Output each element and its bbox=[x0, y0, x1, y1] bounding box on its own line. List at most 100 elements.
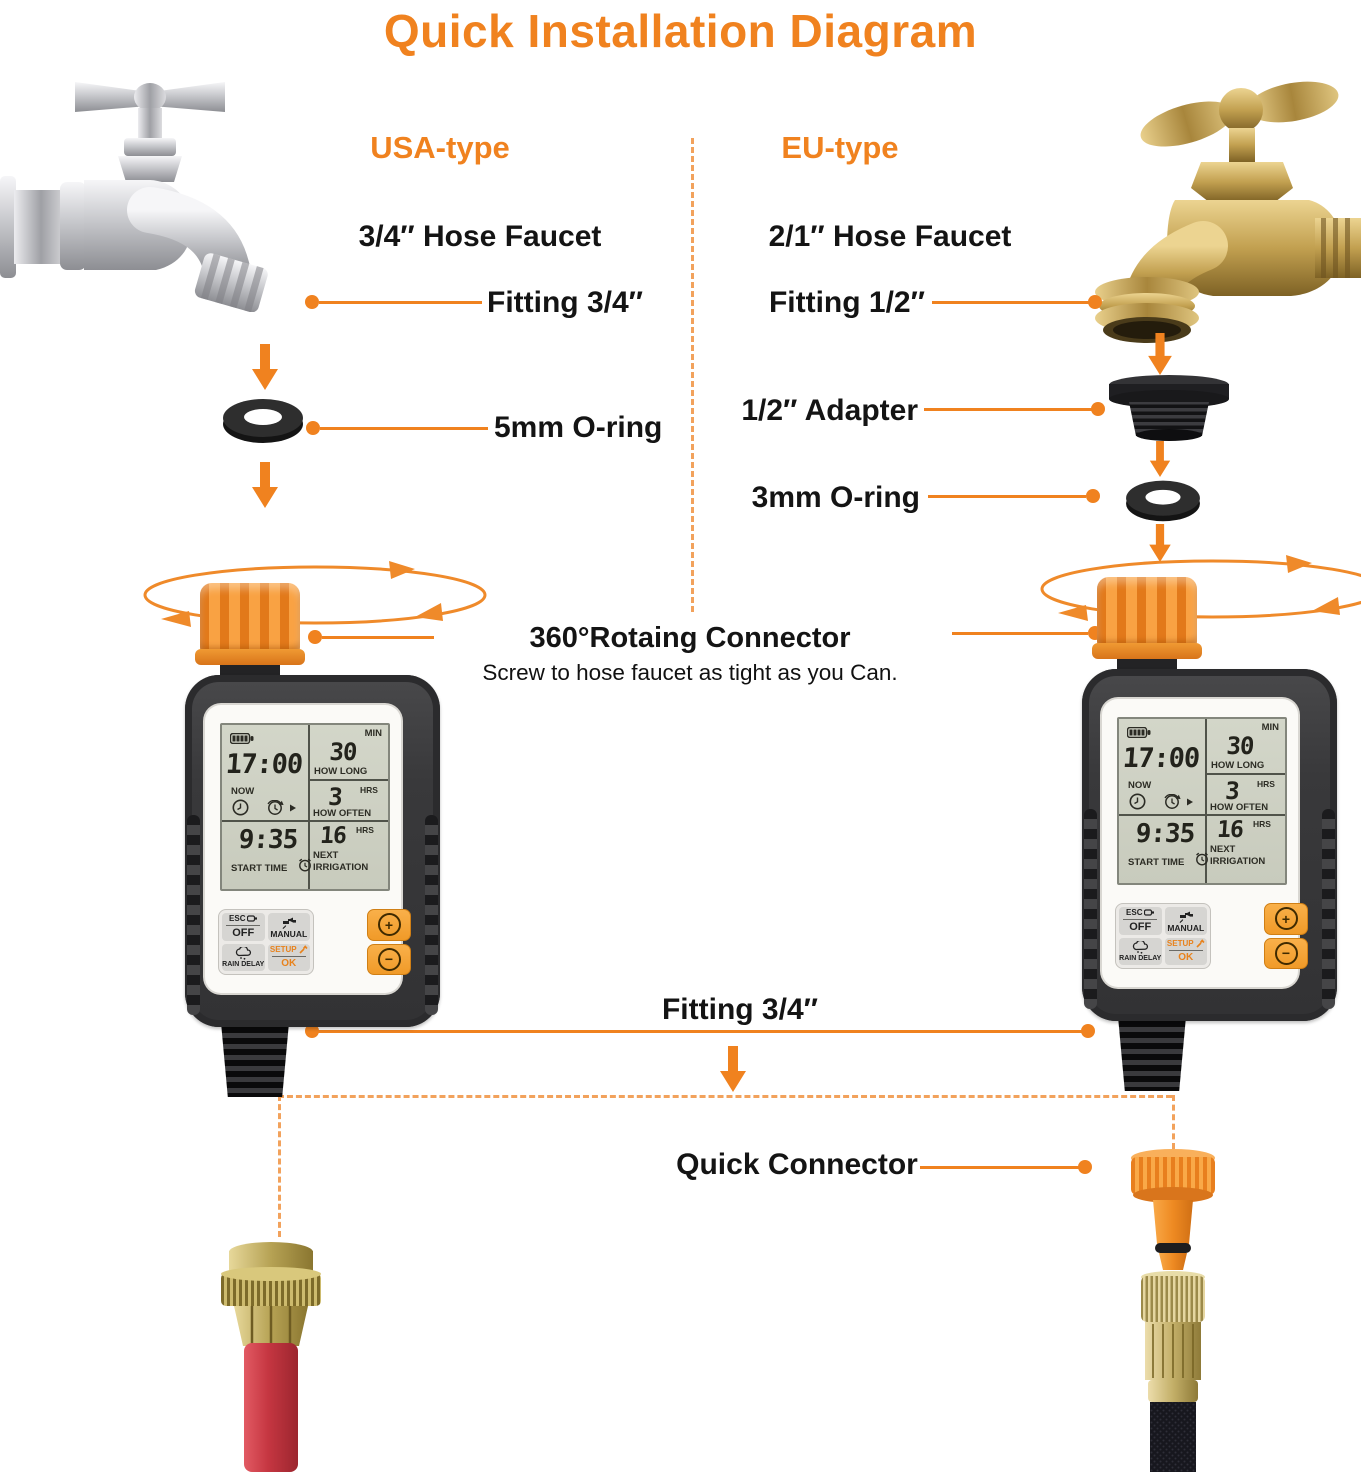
plus-glyph: + bbox=[377, 913, 401, 937]
rotation-360-arrow-icon bbox=[1034, 551, 1361, 627]
lcd-how-long-unit: MIN bbox=[364, 728, 382, 739]
rain-cloud-icon bbox=[1132, 940, 1148, 954]
callout-line bbox=[920, 1166, 1080, 1169]
eu-fitting-label: Fitting 1/2″ bbox=[768, 286, 925, 319]
minus-glyph: − bbox=[377, 947, 401, 971]
lcd-next-label: NEXT bbox=[313, 850, 339, 861]
quick-connector-image bbox=[1131, 1149, 1215, 1472]
alarm-clock-icon bbox=[1196, 852, 1208, 866]
button-divider bbox=[1168, 950, 1203, 952]
body-rib-left bbox=[187, 815, 200, 1015]
timer-outlet-fitting bbox=[221, 1027, 289, 1097]
faucet-icon bbox=[1179, 911, 1193, 923]
usa-oring-label: 5mm O-ring bbox=[494, 411, 663, 444]
clock-icon bbox=[1129, 793, 1146, 810]
cycle-clock-icon bbox=[267, 800, 296, 815]
power-key-icon bbox=[247, 915, 258, 922]
setup-ok-button: SETUP OK bbox=[267, 943, 310, 971]
lcd-how-often-label: HOW OFTEN bbox=[313, 808, 372, 819]
bottom-fitting-label: Fitting 3/4″ bbox=[661, 993, 819, 1026]
timer-button-pad: ESC OFF MANUAL bbox=[1115, 903, 1211, 969]
lcd-how-often-value: 3 bbox=[1224, 777, 1240, 805]
cycle-clock-icon bbox=[1164, 794, 1193, 809]
setup-ok-button: SETUP OK bbox=[1164, 937, 1207, 965]
callout-dot bbox=[1078, 1160, 1092, 1174]
callout-dot bbox=[308, 630, 322, 644]
plus-button: + bbox=[1264, 903, 1308, 935]
lcd-next-irrigation-unit: HRS bbox=[356, 825, 374, 835]
callout-dot bbox=[305, 295, 319, 309]
body-rib-left bbox=[1084, 809, 1097, 1009]
lcd-irrigation-label: IRRIGATION bbox=[1210, 856, 1266, 867]
callout-line bbox=[952, 632, 1088, 635]
esc-off-button: ESC OFF bbox=[222, 913, 265, 941]
lcd-now-label: NOW bbox=[231, 786, 255, 797]
irrigation-timer-eu: 17:00 NOW MIN 30 HOW LONG 3 HRS HOW OFTE… bbox=[1040, 555, 1361, 1102]
callout-line bbox=[312, 1030, 1090, 1033]
callout-dot bbox=[1088, 295, 1102, 309]
usa-type-label: USA-type bbox=[370, 130, 510, 165]
lcd-irrigation-label: IRRIGATION bbox=[313, 862, 369, 873]
off-label: OFF bbox=[232, 926, 255, 939]
wrench-icon bbox=[1196, 939, 1205, 948]
minus-glyph: − bbox=[1274, 941, 1298, 965]
manual-label: MANUAL bbox=[1167, 922, 1205, 933]
esc-off-button: ESC OFF bbox=[1119, 907, 1162, 935]
lcd-divider-vertical bbox=[308, 725, 310, 889]
down-arrow-icon bbox=[1147, 333, 1173, 375]
callout-line bbox=[319, 301, 482, 304]
lcd-divider-horizontal bbox=[222, 820, 388, 822]
body-rib-right bbox=[425, 815, 438, 1015]
plus-minus-buttons: + − bbox=[367, 909, 411, 975]
button-divider bbox=[226, 924, 261, 926]
usa-faucet-title: 3/4″ Hose Faucet bbox=[358, 220, 602, 253]
lcd-next-irrigation-unit: HRS bbox=[1253, 819, 1271, 829]
battery-icon bbox=[1127, 727, 1151, 738]
callout-dot bbox=[1091, 402, 1105, 416]
rotating-connector-lip bbox=[195, 649, 305, 665]
timer-lcd-screen: 17:00 NOW MIN 30 HOW LONG 3 HRS HOW OFTE… bbox=[1117, 717, 1287, 885]
lcd-start-time-label: START TIME bbox=[231, 863, 288, 874]
down-arrow-icon bbox=[252, 344, 278, 390]
rotating-connector-title: 360°Rotaing Connector bbox=[529, 622, 851, 654]
faucet-icon bbox=[282, 917, 296, 929]
quick-connector-label: Quick Connector bbox=[676, 1148, 918, 1181]
manual-button: MANUAL bbox=[1164, 907, 1207, 935]
callout-dot bbox=[1086, 489, 1100, 503]
down-arrow-icon bbox=[252, 462, 278, 508]
lcd-divider-right bbox=[1205, 773, 1285, 775]
lcd-how-often-label: HOW OFTEN bbox=[1210, 802, 1269, 813]
column-divider bbox=[691, 138, 694, 612]
button-divider bbox=[271, 956, 306, 958]
lcd-how-long-value: 30 bbox=[1225, 732, 1255, 760]
timer-faceplate: 17:00 NOW MIN 30 HOW LONG 3 HRS HOW OFTE… bbox=[1102, 699, 1308, 987]
lcd-how-often-value: 3 bbox=[327, 783, 343, 811]
down-arrow-icon bbox=[720, 1044, 746, 1094]
callout-line bbox=[320, 427, 488, 430]
lcd-how-long-label: HOW LONG bbox=[1211, 760, 1265, 771]
bracket-dashed-line-right bbox=[1172, 1095, 1175, 1149]
wrench-icon bbox=[299, 945, 308, 954]
esc-label: ESC bbox=[229, 913, 246, 923]
page-title: Quick Installation Diagram bbox=[383, 5, 978, 57]
lcd-start-time-value: 9:35 bbox=[237, 825, 299, 855]
rain-cloud-icon bbox=[235, 946, 251, 960]
down-arrow-icon bbox=[1147, 441, 1173, 477]
lcd-start-time-value: 9:35 bbox=[1134, 819, 1196, 849]
ok-label: OK bbox=[1178, 952, 1194, 964]
lcd-how-long-label: HOW LONG bbox=[314, 766, 368, 777]
bracket-dashed-line-left bbox=[278, 1095, 281, 1237]
rain-delay-label: RAIN DELAY bbox=[1119, 954, 1162, 962]
plus-minus-buttons: + − bbox=[1264, 903, 1308, 969]
off-label: OFF bbox=[1129, 920, 1152, 933]
eu-type-label: EU-type bbox=[781, 130, 899, 165]
manual-label: MANUAL bbox=[270, 928, 308, 939]
usa-fitting-label: Fitting 3/4″ bbox=[487, 286, 644, 319]
lcd-start-time-label: START TIME bbox=[1128, 857, 1185, 868]
timer-faceplate: 17:00 NOW MIN 30 HOW LONG 3 HRS HOW OFTE… bbox=[205, 705, 411, 993]
lcd-next-irrigation-value: 16 bbox=[319, 823, 347, 849]
plus-button: + bbox=[367, 909, 411, 941]
minus-button: − bbox=[367, 943, 411, 975]
callout-line bbox=[322, 636, 434, 639]
